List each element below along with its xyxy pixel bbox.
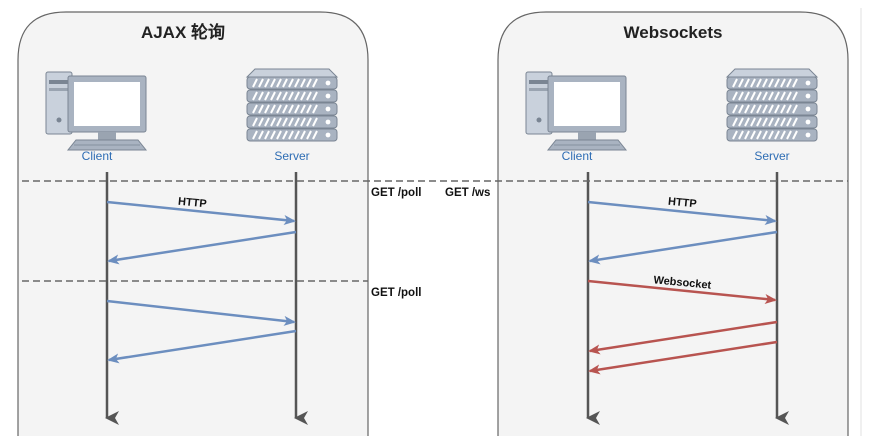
ajax-polling-panel: AJAX 轮询 Client Server HTTP: [17, 11, 369, 436]
ajax-http-request-arrow-2: [106, 299, 296, 326]
ws-http-label: HTTP: [667, 196, 697, 211]
ajax-server-label: Server: [274, 149, 309, 163]
get-poll-label-2: GET /poll: [371, 287, 421, 299]
websocket-push-arrow-1: [588, 320, 778, 355]
ajax-client-label: Client: [82, 149, 113, 163]
ws-client-label: Client: [562, 149, 593, 163]
get-ws-label: GET /ws: [445, 187, 490, 199]
ajax-http-label: HTTP: [177, 196, 207, 211]
websockets-panel-title: Websockets: [624, 23, 723, 42]
get-poll-label-1: GET /poll: [371, 187, 421, 199]
websocket-label: Websocket: [653, 274, 712, 292]
ws-http-request-arrow: [587, 200, 777, 225]
ajax-http-response-arrow-2: [107, 329, 297, 364]
ws-http-response-arrow: [588, 230, 778, 265]
websocket-upgrade-arrow: [587, 279, 777, 304]
server-rack-icon: [246, 68, 338, 142]
ws-server-label: Server: [754, 149, 789, 163]
websocket-push-arrow-2: [588, 340, 778, 375]
ajax-panel-title: AJAX 轮询: [141, 22, 225, 42]
ajax-http-request-arrow-1: [106, 200, 296, 225]
ajax-http-response-arrow-1: [107, 230, 297, 265]
server-rack-icon: [726, 68, 818, 142]
websockets-panel: Websockets Client Server HTTP Websocket: [497, 11, 849, 436]
